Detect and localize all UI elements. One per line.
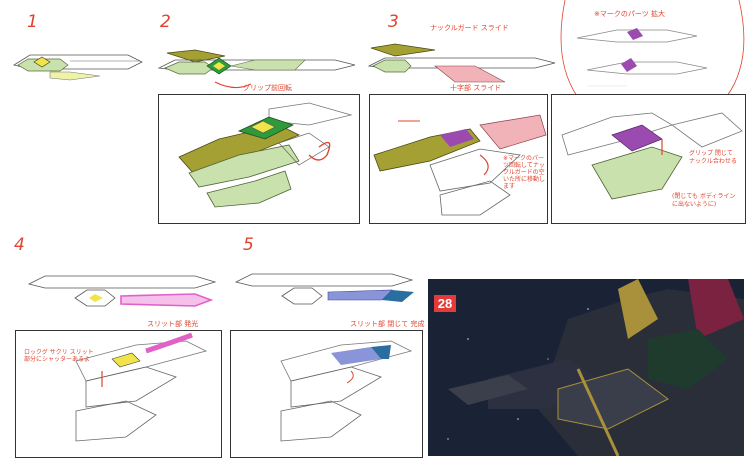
- step-5-number: 5: [243, 235, 254, 255]
- mecha-illustration: [428, 279, 744, 456]
- step-3b-detail-sketch: [561, 112, 743, 200]
- step-3-weapon-sketch: [367, 43, 556, 83]
- step-3-detail-sketch: [373, 114, 547, 216]
- step-2-note: グリップ前回転: [243, 84, 292, 92]
- step-2-detail-panel: [158, 94, 360, 224]
- step-4-detail-panel: ロックグ サクリ スリット部分にシャッターあるよ: [15, 330, 222, 458]
- step-4-panel-note-text: ロックグ サクリ スリット部分にシャッターあるよ: [24, 349, 94, 363]
- step-5-note: スリット部 閉じて 完成: [350, 320, 425, 328]
- step-4-weapon-sketch: [27, 275, 217, 307]
- step-1-weapon-sketch: [12, 54, 143, 81]
- marker-part-note: ※マークのパーツ 拡大: [594, 10, 665, 18]
- step-2-weapon-sketch: [157, 49, 356, 89]
- step-2-number: 2: [160, 12, 171, 32]
- step-2-detail-sketch: [178, 102, 353, 208]
- step-4-panel-note: ロックグ サクリ スリット部分にシャッターあるよ: [24, 349, 94, 363]
- step-4-detail-sketch: [75, 332, 208, 442]
- step-3-note-top-2: 十字部 スライド: [450, 84, 502, 92]
- step-1-number: 1: [27, 12, 38, 32]
- step-3-number: 3: [388, 12, 399, 32]
- marker-part-circle: [560, 0, 745, 97]
- step-3b-detail-panel: グリップ 閉じて ナックル合わせる (閉じても ボディラインに出ないように): [551, 94, 746, 224]
- scene-number-badge: 28: [434, 295, 456, 312]
- step-4-note: スリット部 発光: [147, 320, 199, 328]
- step-5-detail-sketch: [280, 340, 413, 442]
- step-3-panel-note-text: ※マークのパーツ回転してナックルガードの空いた所に移動します: [503, 155, 546, 190]
- step-3b-panel-note-2: (閉じても ボディラインに出ないように): [672, 193, 736, 208]
- step-3b-panel-note-1: グリップ 閉じて ナックル合わせる: [689, 150, 737, 165]
- step-5-weapon-sketch: [234, 273, 414, 305]
- step-5-detail-panel: [230, 330, 423, 458]
- step-3-panel-note: ※マークのパーツ回転してナックルガードの空いた所に移動します: [503, 155, 547, 190]
- step-4-number: 4: [14, 235, 25, 255]
- step-3-note-top-1: ナックルガード スライド: [430, 24, 509, 32]
- anime-screenshot: 28: [428, 279, 744, 456]
- step-3-detail-panel: ※マークのパーツ回転してナックルガードの空いた所に移動します: [369, 94, 548, 224]
